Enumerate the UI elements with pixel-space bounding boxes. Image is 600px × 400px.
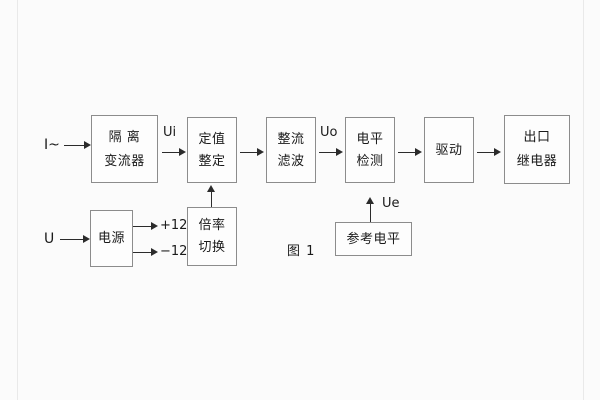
block-isolation-transformer-line1: 隔 离 (108, 129, 141, 145)
block-reference-level: 参考电平 (335, 222, 412, 256)
wire-driver-to-relay (477, 152, 494, 153)
signal-uo-arrowhead (336, 148, 343, 156)
wire-level-to-driver (398, 152, 415, 153)
input-current-arrowhead (84, 141, 91, 149)
block-setting-value-line2: 整定 (198, 153, 226, 169)
block-isolation-transformer-line2: 变流器 (104, 153, 145, 169)
block-reference-level-line1: 参考电平 (346, 231, 401, 247)
block-driver-line1: 驱动 (435, 142, 463, 158)
wire-reference-to-level-arrowhead (366, 197, 374, 204)
page-rule-right (583, 0, 584, 400)
signal-ui-label: Ui (163, 125, 177, 140)
block-setting-value: 定值 整定 (187, 117, 237, 183)
rail-negative-arrowhead (151, 248, 158, 256)
block-multiplier-switch-line1: 倍率 (198, 218, 226, 233)
block-output-relay: 出口 继电器 (504, 115, 570, 184)
wire-level-to-driver-arrowhead (415, 148, 422, 156)
block-multiplier-switch-line2: 切换 (198, 240, 226, 255)
wire-multiplier-to-setting (211, 191, 212, 207)
wire-driver-to-relay-arrowhead (494, 148, 501, 156)
rail-negative-wire (133, 252, 151, 253)
page-rule-left (17, 0, 18, 400)
block-multiplier-switch: 倍率 切换 (187, 207, 237, 266)
input-voltage-wire (60, 239, 83, 240)
block-level-detection-line2: 检测 (356, 153, 384, 169)
signal-ui-arrowhead (179, 148, 186, 156)
block-rectify-filter-line2: 滤波 (277, 153, 305, 169)
block-power-supply: 电源 (90, 210, 133, 267)
block-output-relay-line1: 出口 (523, 130, 551, 145)
wire-setting-to-rectify (240, 152, 257, 153)
block-level-detection-line1: 电平 (356, 131, 384, 147)
block-power-supply-line1: 电源 (97, 231, 125, 246)
wire-multiplier-to-setting-arrowhead (207, 185, 215, 192)
signal-uo-wire (319, 152, 336, 153)
input-voltage-arrowhead (83, 235, 90, 243)
input-voltage-label: U (44, 231, 55, 247)
rail-positive-arrowhead (151, 222, 158, 230)
block-rectify-filter-line1: 整流 (277, 131, 305, 147)
block-setting-value-line1: 定值 (198, 131, 226, 147)
block-output-relay-line2: 继电器 (516, 154, 558, 169)
rail-positive-wire (133, 226, 151, 227)
block-rectify-filter: 整流 滤波 (266, 117, 316, 183)
wire-setting-to-rectify-arrowhead (257, 148, 264, 156)
wire-reference-to-level (370, 203, 371, 222)
signal-uo-label: Uo (320, 125, 338, 140)
figure-caption: 图 1 (287, 244, 316, 259)
block-driver: 驱动 (424, 117, 474, 183)
signal-ui-wire (162, 152, 179, 153)
block-level-detection: 电平 检测 (345, 117, 395, 183)
input-current-wire (64, 145, 84, 146)
block-isolation-transformer: 隔 离 变流器 (91, 115, 158, 183)
signal-ue-label: Ue (382, 196, 400, 211)
input-current-label: I~ (44, 137, 60, 153)
